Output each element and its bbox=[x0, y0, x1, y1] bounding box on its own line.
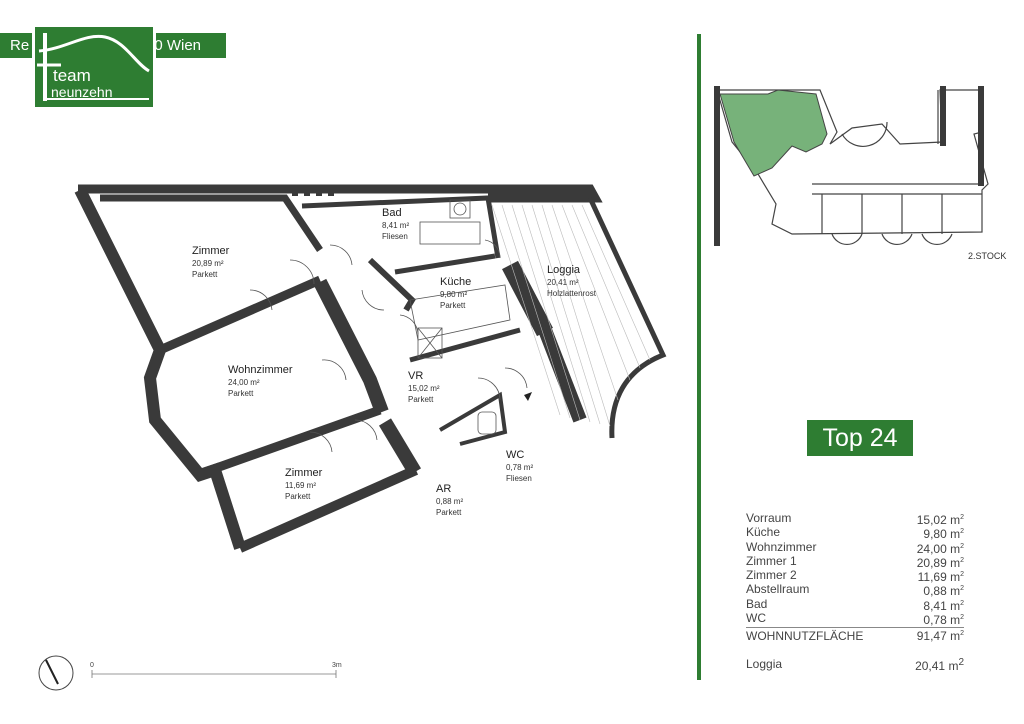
area-value: 0,78 m bbox=[923, 613, 961, 628]
room-labels: Zimmer 20,89 m² Parkett Bad 8,41 m² Flie… bbox=[192, 207, 597, 517]
room-vr-name: VR bbox=[408, 370, 423, 382]
room-wohnzimmer-area: 24,00 m² bbox=[228, 378, 260, 387]
area-list: Vorraum 15,02 m2 Küche 9,80 m2 Wohnzimme… bbox=[746, 511, 964, 673]
header-right-text: 30 Wien bbox=[146, 37, 202, 54]
area-label: Bad bbox=[746, 596, 768, 611]
area-value: 20,89 m bbox=[916, 555, 961, 570]
wall-wohn-vr bbox=[313, 278, 389, 415]
entrance-arrow bbox=[524, 392, 532, 401]
outer-wall-bottom bbox=[237, 465, 419, 553]
room-wc-area: 0,78 m² bbox=[506, 463, 533, 472]
room-zimmer1-floor: Parkett bbox=[192, 270, 218, 279]
wall-bad-kueche bbox=[367, 257, 416, 312]
outer-wall-top bbox=[78, 184, 603, 203]
room-wc-floor: Fliesen bbox=[506, 474, 532, 483]
area-label: Abstellraum bbox=[746, 582, 810, 597]
area-value: 9,80 m bbox=[923, 527, 961, 542]
room-wohnzimmer-floor: Parkett bbox=[228, 389, 254, 398]
room-zimmer2-floor: Parkett bbox=[285, 492, 311, 501]
loggia-label: Loggia bbox=[746, 657, 783, 672]
room-loggia-name: Loggia bbox=[547, 264, 581, 276]
door-swings bbox=[249, 239, 528, 453]
room-vr-area: 15,02 m² bbox=[408, 384, 440, 393]
area-value: 15,02 m bbox=[916, 513, 961, 527]
room-ar-area: 0,88 m² bbox=[436, 497, 463, 506]
area-row: Küche 9,80 m2 bbox=[746, 525, 964, 542]
area-row: WC 0,78 m2 bbox=[746, 611, 964, 628]
wall-kueche-loggia bbox=[502, 260, 553, 337]
total-value: 91,47 m bbox=[916, 629, 961, 644]
total-row: WOHNNUTZFLÄCHE 91,47 m2 bbox=[746, 629, 964, 644]
area-label: Vorraum bbox=[746, 511, 792, 525]
team-neunzehn-logo: team neunzehn bbox=[32, 24, 156, 110]
logo-graphic: team neunzehn bbox=[37, 33, 150, 101]
room-wohnzimmer-name: Wohnzimmer bbox=[228, 364, 293, 376]
room-loggia-area: 20,41 m² bbox=[547, 278, 579, 287]
wall-loggia-inner bbox=[538, 327, 587, 423]
total-label: WOHNNUTZFLÄCHE bbox=[746, 629, 864, 644]
area-label: Wohnzimmer bbox=[746, 539, 817, 554]
room-zimmer2-area: 11,69 m² bbox=[285, 481, 316, 490]
scale-bar: 0 3m bbox=[90, 662, 342, 678]
window-marks bbox=[292, 192, 334, 196]
area-row: Wohnzimmer 24,00 m2 bbox=[746, 539, 964, 556]
loggia-outline bbox=[587, 196, 667, 439]
loggia-value: 20,41 m bbox=[915, 659, 959, 674]
floor-label: 2.STOCK bbox=[968, 251, 1007, 261]
room-wc-name: WC bbox=[506, 449, 524, 461]
north-arrow-icon bbox=[38, 655, 74, 691]
area-value: 8,41 m bbox=[923, 598, 961, 613]
floor-plan: Zimmer 20,89 m² Parkett Bad 8,41 m² Flie… bbox=[38, 184, 667, 691]
area-row: Zimmer 2 11,69 m2 bbox=[746, 568, 964, 585]
room-zimmer1-area: 20,89 m² bbox=[192, 259, 224, 268]
area-value: 24,00 m bbox=[916, 541, 961, 556]
room-ar-floor: Parkett bbox=[436, 508, 462, 517]
total-divider bbox=[746, 627, 964, 629]
wall-wohn-zimmer2 bbox=[203, 405, 382, 477]
area-row: Bad 8,41 m2 bbox=[746, 596, 964, 613]
unit-title-badge: Top 24 bbox=[807, 420, 913, 456]
room-bad-name: Bad bbox=[382, 207, 402, 219]
wall-zimmer2-vr bbox=[378, 418, 422, 476]
key-plan bbox=[714, 86, 989, 246]
header-left-text: Re bbox=[10, 37, 30, 54]
room-kueche-name: Küche bbox=[440, 276, 471, 288]
area-label: WC bbox=[746, 611, 766, 626]
wall-zimmer1-wohn bbox=[158, 275, 322, 355]
area-value: 11,69 m bbox=[917, 570, 961, 585]
wall-kueche-vr bbox=[409, 327, 521, 363]
area-label: Zimmer 1 bbox=[746, 553, 797, 568]
logo-text-team: team bbox=[53, 66, 91, 85]
room-vr-floor: Parkett bbox=[408, 395, 434, 404]
room-loggia-floor: Holzlattenrost bbox=[547, 289, 597, 298]
area-label: Küche bbox=[746, 525, 781, 540]
vertical-divider bbox=[697, 34, 701, 680]
wall-zimmer1-top bbox=[100, 194, 323, 252]
fixtures bbox=[409, 199, 511, 435]
area-value: 0,88 m bbox=[923, 584, 961, 599]
room-ar-name: AR bbox=[436, 483, 451, 495]
room-zimmer1-name: Zimmer bbox=[192, 245, 230, 257]
loggia-row: Loggia 20,41 m2 bbox=[746, 657, 964, 674]
wall-kueche-top bbox=[394, 253, 496, 275]
scale-start: 0 bbox=[90, 662, 94, 669]
area-row: Abstellraum 0,88 m2 bbox=[746, 582, 964, 599]
room-kueche-floor: Parkett bbox=[440, 301, 466, 310]
area-row: Vorraum 15,02 m2 bbox=[746, 511, 964, 527]
room-bad-area: 8,41 m² bbox=[382, 221, 409, 230]
area-label: Zimmer 2 bbox=[746, 568, 797, 583]
highlighted-unit bbox=[719, 89, 828, 177]
logo-text-neunzehn: neunzehn bbox=[51, 84, 113, 100]
scale-end: 3m bbox=[332, 662, 342, 669]
outer-wall-left bbox=[74, 187, 246, 550]
area-row: Zimmer 1 20,89 m2 bbox=[746, 553, 964, 570]
room-zimmer2-name: Zimmer bbox=[285, 467, 323, 479]
loggia-hatch bbox=[491, 204, 651, 427]
wall-wc bbox=[438, 391, 508, 446]
room-kueche-area: 9,80 m² bbox=[440, 290, 467, 299]
room-bad-floor: Fliesen bbox=[382, 232, 408, 241]
wall-bad bbox=[301, 195, 501, 259]
